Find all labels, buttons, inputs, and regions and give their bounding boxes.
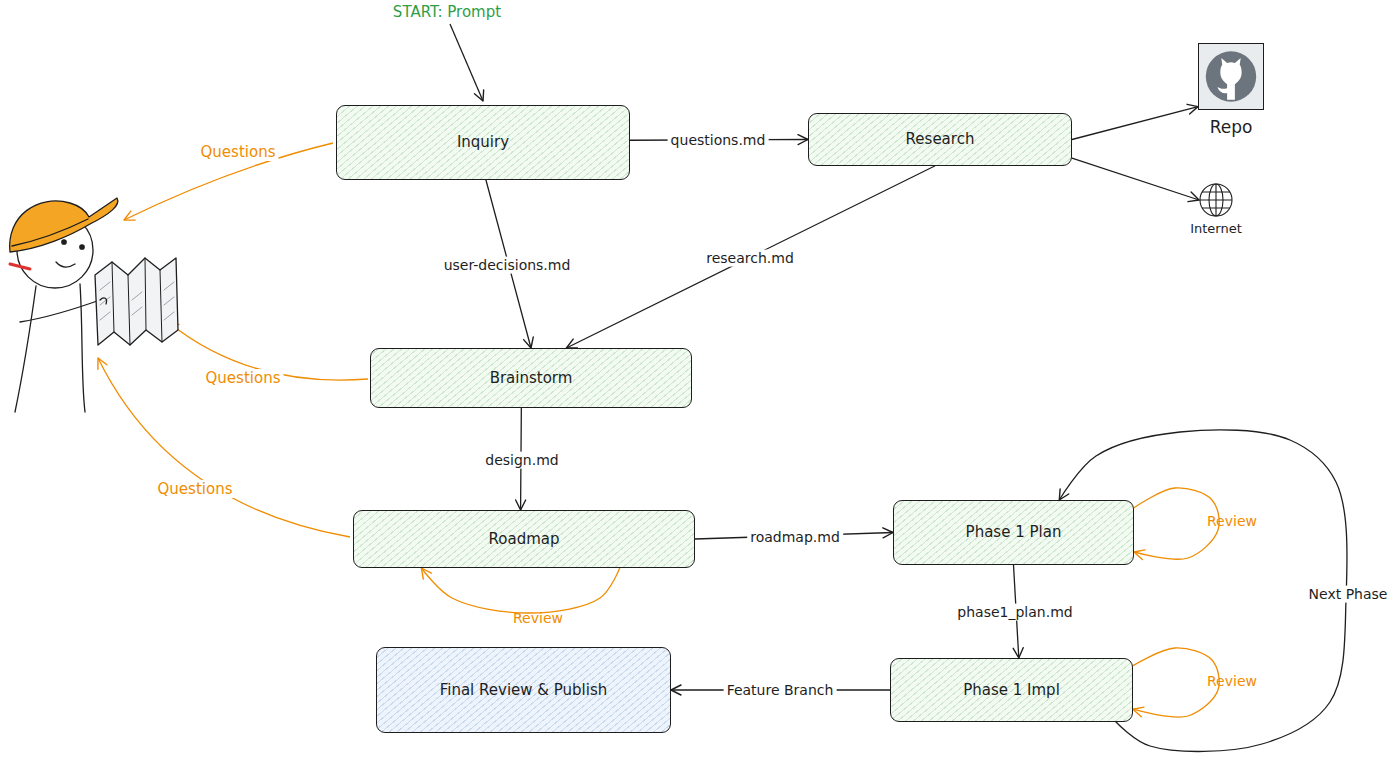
publish-box: Final Review & Publish <box>376 647 671 733</box>
figure-pencil <box>10 264 30 269</box>
flow-arrow <box>566 166 934 348</box>
edge-label: Next Phase <box>1306 586 1391 603</box>
process-box: Brainstorm <box>370 348 692 408</box>
figure-arm <box>20 300 100 322</box>
flow-arrow <box>1072 107 1198 140</box>
figure-leg <box>80 284 85 412</box>
figure-smile <box>56 262 75 267</box>
node-label: Roadmap <box>483 530 566 549</box>
edge-label: phase1_plan.md <box>954 604 1075 621</box>
review-label: Review <box>510 610 566 627</box>
hard-hat <box>10 198 118 252</box>
process-box: Phase 1 Plan <box>893 500 1134 565</box>
folded-map <box>95 258 178 345</box>
internet-globe: Internet <box>1199 183 1233 217</box>
map-fold <box>112 258 162 345</box>
github-cat <box>1217 58 1241 100</box>
questions-arrow <box>124 143 333 220</box>
questions-label: Questions <box>198 143 279 161</box>
map-hatch <box>100 282 174 320</box>
node-label: Final Review & Publish <box>434 681 614 700</box>
start-arrow <box>450 24 483 101</box>
hard-hat-band <box>12 219 88 246</box>
review-loop <box>1134 488 1219 559</box>
flow-arrow <box>486 180 531 348</box>
flow-arrow <box>520 408 522 510</box>
questions-arrow <box>98 358 350 537</box>
start-label: START: Prompt <box>390 3 504 21</box>
flow-arrow <box>695 533 893 540</box>
node-label: Phase 1 Impl <box>957 681 1066 700</box>
user-figure <box>10 198 178 412</box>
node-label: Brainstorm <box>484 369 579 388</box>
process-box: Phase 1 Impl <box>890 658 1133 722</box>
figure-eye <box>80 245 84 249</box>
review-loop <box>421 568 619 613</box>
process-box: Research <box>808 113 1072 166</box>
figure-leg <box>15 286 36 412</box>
flow-arrow <box>1014 565 1019 658</box>
questions-arrow <box>168 322 368 380</box>
review-label: Review <box>1204 513 1260 530</box>
flow-arrow <box>1072 158 1199 200</box>
globe-outline <box>1199 183 1233 217</box>
review-loop <box>1133 648 1219 717</box>
node-label: Phase 1 Plan <box>960 523 1068 542</box>
edge-label: design.md <box>482 452 561 469</box>
questions-label: Questions <box>155 480 236 498</box>
questions-label: Questions <box>203 369 284 387</box>
github-icon <box>1199 44 1263 109</box>
process-box: Inquiry <box>336 105 630 180</box>
github-circle <box>1206 51 1256 101</box>
node-label: Inquiry <box>451 133 515 152</box>
figure-eye <box>62 240 66 244</box>
review-label: Review <box>1204 673 1260 690</box>
repo-box: Repo <box>1198 43 1264 110</box>
globe-lines <box>1200 184 1232 216</box>
node-label: Research <box>900 130 981 149</box>
node-label: Internet <box>1184 221 1248 237</box>
flow-arrow <box>671 689 890 690</box>
figure-hand <box>100 298 107 304</box>
flow-arrow <box>630 139 808 141</box>
process-box: Roadmap <box>353 510 695 568</box>
node-label: Repo <box>1204 117 1259 138</box>
